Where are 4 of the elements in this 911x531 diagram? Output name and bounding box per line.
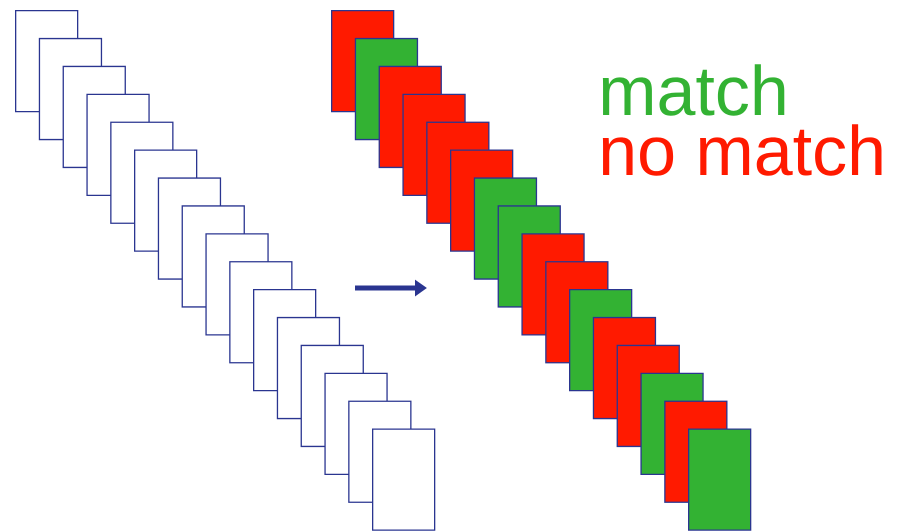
card	[372, 428, 436, 531]
card	[688, 428, 752, 531]
legend-label: match	[602, 64, 784, 116]
legend-label: no match	[602, 124, 882, 176]
